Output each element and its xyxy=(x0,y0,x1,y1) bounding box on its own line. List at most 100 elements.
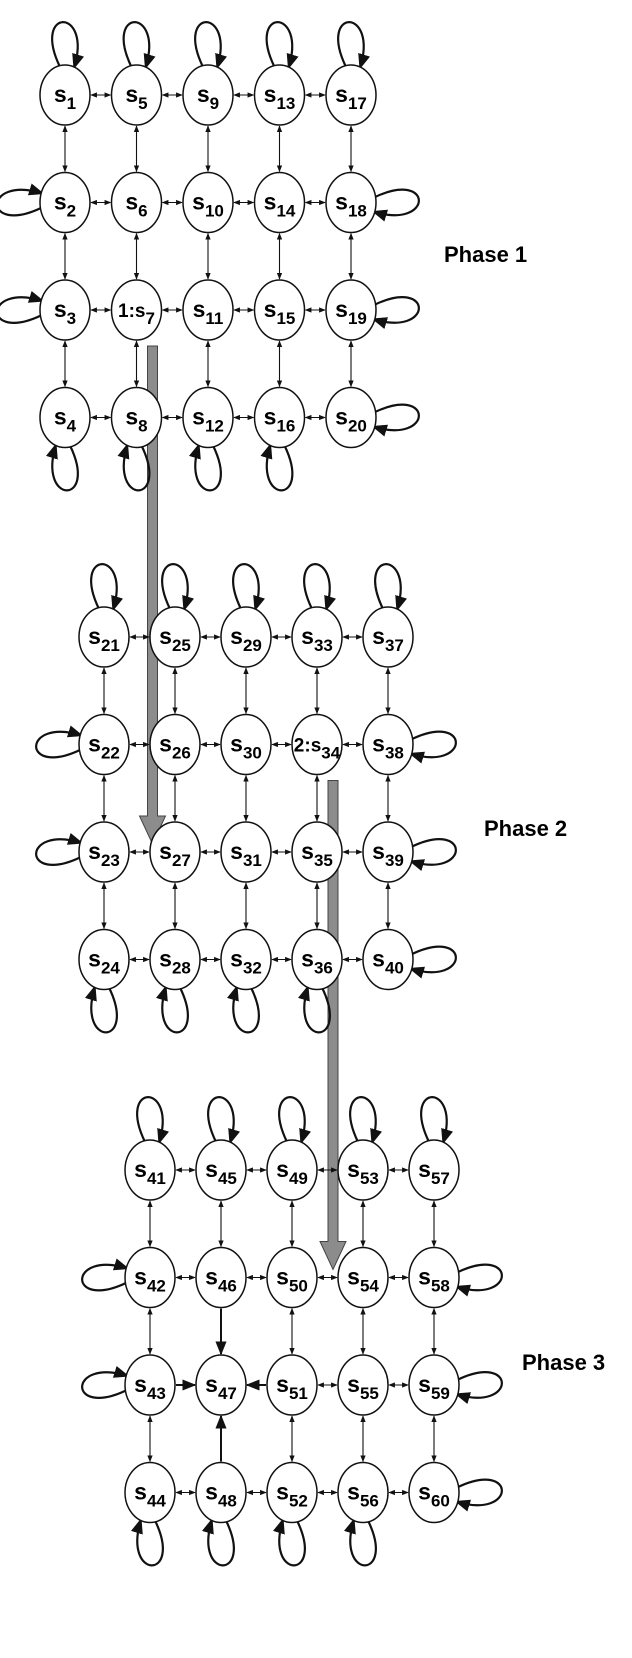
state-node: s5 xyxy=(110,64,163,126)
state-circle xyxy=(149,821,201,883)
state-label: s60 xyxy=(418,1479,450,1511)
state-node: s58 xyxy=(408,1246,460,1309)
state-label: s41 xyxy=(134,1156,166,1188)
self-loop-arrow xyxy=(303,563,336,612)
state-node: s31 xyxy=(220,821,272,883)
state-label: s43 xyxy=(134,1371,166,1403)
state-label: s33 xyxy=(301,623,333,655)
state-node: s42 xyxy=(124,1246,176,1309)
self-loop-arrow xyxy=(349,1096,382,1145)
state-circle xyxy=(220,713,272,776)
self-loop-arrow xyxy=(408,945,457,979)
self-loop-arrow xyxy=(189,443,222,492)
self-loop-arrow xyxy=(136,1096,169,1145)
self-loop-arrow xyxy=(278,1096,311,1145)
state-label: s52 xyxy=(276,1479,308,1511)
state-circle xyxy=(39,386,91,449)
state-label: s27 xyxy=(159,838,191,870)
state-node: s9 xyxy=(182,64,234,126)
state-circle xyxy=(266,1246,318,1309)
state-circle xyxy=(124,1354,176,1416)
state-node: s17 xyxy=(325,64,377,126)
state-node: s13 xyxy=(253,64,306,126)
state-circle xyxy=(78,821,130,883)
state-label: s35 xyxy=(301,838,333,870)
self-loop-arrow xyxy=(35,725,84,759)
state-circle xyxy=(182,64,234,126)
state-node: 1:s7 xyxy=(110,279,163,341)
state-node: s53 xyxy=(337,1139,389,1201)
state-label: s3 xyxy=(54,296,76,328)
self-loop-arrow xyxy=(0,291,45,324)
self-loop-arrow xyxy=(371,403,420,437)
state-node: s28 xyxy=(149,928,201,991)
state-node: s41 xyxy=(124,1139,176,1201)
state-circle xyxy=(337,1354,389,1416)
self-loop-arrow xyxy=(194,21,227,70)
state-node: s38 xyxy=(362,713,414,776)
self-loops-layer xyxy=(0,21,503,1567)
state-node: s21 xyxy=(78,606,130,668)
state-node: s4 xyxy=(39,386,91,449)
self-loop-arrow xyxy=(90,563,123,612)
state-circle xyxy=(266,1139,318,1201)
state-circle xyxy=(78,713,130,776)
state-circle xyxy=(337,1246,389,1309)
state-label: s13 xyxy=(264,81,296,113)
self-loop-arrow xyxy=(454,1263,503,1297)
self-loop-arrow xyxy=(454,1478,503,1512)
state-label: s4 xyxy=(54,404,77,436)
state-circle xyxy=(220,606,272,668)
state-circle xyxy=(362,928,414,991)
state-label: s58 xyxy=(418,1264,450,1296)
state-node: s12 xyxy=(182,386,234,449)
state-circle xyxy=(253,64,306,126)
state-node: s39 xyxy=(362,821,414,883)
state-label: s19 xyxy=(335,296,367,328)
state-label: s11 xyxy=(193,296,224,328)
state-label: s53 xyxy=(347,1156,379,1188)
state-label: s54 xyxy=(347,1264,379,1296)
self-loop-arrow xyxy=(156,985,189,1034)
state-node: s8 xyxy=(110,386,163,449)
state-label: s48 xyxy=(205,1479,237,1511)
state-node: s10 xyxy=(182,171,234,234)
self-loop-arrow xyxy=(81,1258,130,1292)
state-label: s37 xyxy=(372,623,404,655)
state-circle xyxy=(266,1354,318,1416)
state-circle xyxy=(149,606,201,668)
state-node: s40 xyxy=(362,928,414,991)
state-node: s24 xyxy=(78,928,130,991)
state-label: s57 xyxy=(418,1156,450,1188)
state-circle xyxy=(124,1139,176,1201)
state-node: s59 xyxy=(408,1354,460,1416)
state-label: s14 xyxy=(264,189,296,221)
state-label: s12 xyxy=(192,404,224,436)
state-circle xyxy=(291,713,343,776)
state-node: s6 xyxy=(110,171,163,234)
self-loop-arrow xyxy=(337,21,370,70)
state-label: s24 xyxy=(88,946,120,978)
state-circle xyxy=(149,713,201,776)
state-circle xyxy=(220,928,272,991)
state-label: s44 xyxy=(134,1479,166,1511)
state-node: s16 xyxy=(253,386,306,449)
state-node: s32 xyxy=(220,928,272,991)
state-label: s42 xyxy=(134,1264,166,1296)
state-node: s19 xyxy=(325,279,377,341)
self-loop-arrow xyxy=(371,188,420,222)
state-circle xyxy=(182,279,234,341)
state-label: s45 xyxy=(205,1156,237,1188)
state-label: s31 xyxy=(230,838,262,870)
self-loop-arrow xyxy=(371,296,420,329)
self-loop-arrow xyxy=(46,443,79,492)
state-node: s27 xyxy=(149,821,201,883)
state-circle xyxy=(195,1461,247,1524)
state-label: s6 xyxy=(125,189,147,221)
edges-layer xyxy=(62,92,437,1496)
state-label: s9 xyxy=(197,81,219,113)
state-label: s46 xyxy=(205,1264,237,1296)
self-loop-arrow xyxy=(227,985,260,1034)
